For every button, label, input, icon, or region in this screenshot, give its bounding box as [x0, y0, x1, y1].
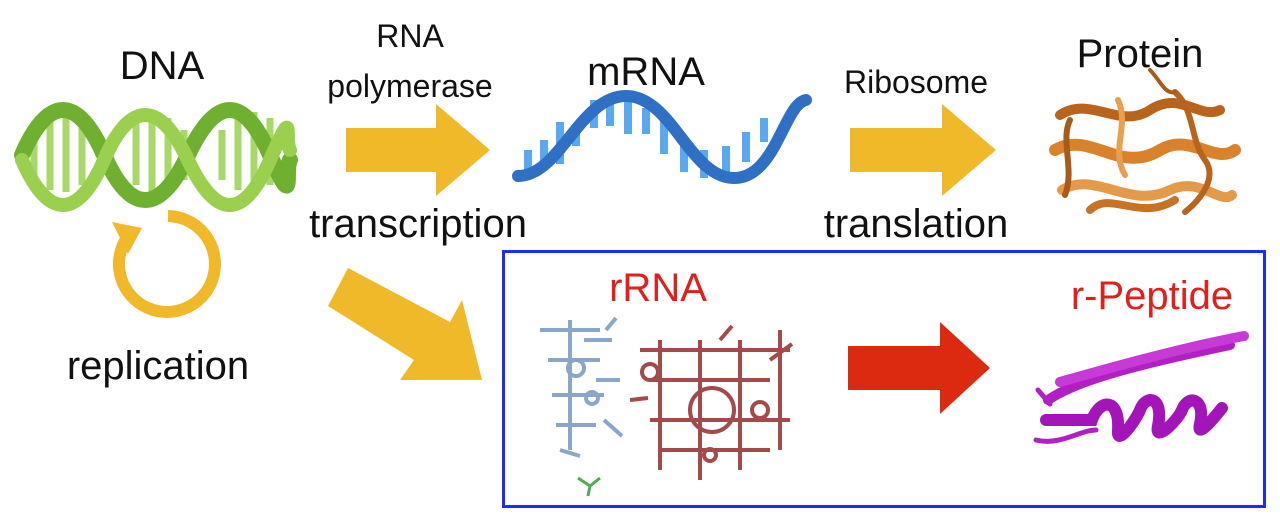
ribosome-box [502, 250, 1266, 508]
peptide-helix-icon [1033, 331, 1249, 444]
mrna-label: mRNA [587, 50, 705, 94]
dna-helix-icon [14, 102, 298, 212]
rrna-arrow [328, 268, 482, 380]
translation-label: translation [823, 202, 1009, 246]
transcription-label: transcription [309, 202, 527, 246]
rna-polymerase-label-line1: RNA [376, 18, 444, 54]
rrna-structure-icon [540, 316, 794, 497]
mrna-strand-icon [512, 89, 812, 185]
translation-red-arrow [848, 322, 990, 414]
translation-arrow [850, 104, 996, 196]
rna-polymerase-label-line2: polymerase [327, 68, 493, 104]
ribosome-label: Ribosome [843, 64, 989, 100]
protein-label: Protein [1076, 32, 1204, 76]
protein-structure-icon [1049, 68, 1241, 215]
replication-label: replication [66, 344, 250, 388]
dna-label: DNA [119, 44, 205, 88]
transcription-arrow [346, 104, 490, 196]
r-peptide-label: r-Peptide [1070, 274, 1234, 318]
replication-cycle-icon [112, 210, 221, 318]
rrna-label: rRNA [609, 266, 707, 310]
